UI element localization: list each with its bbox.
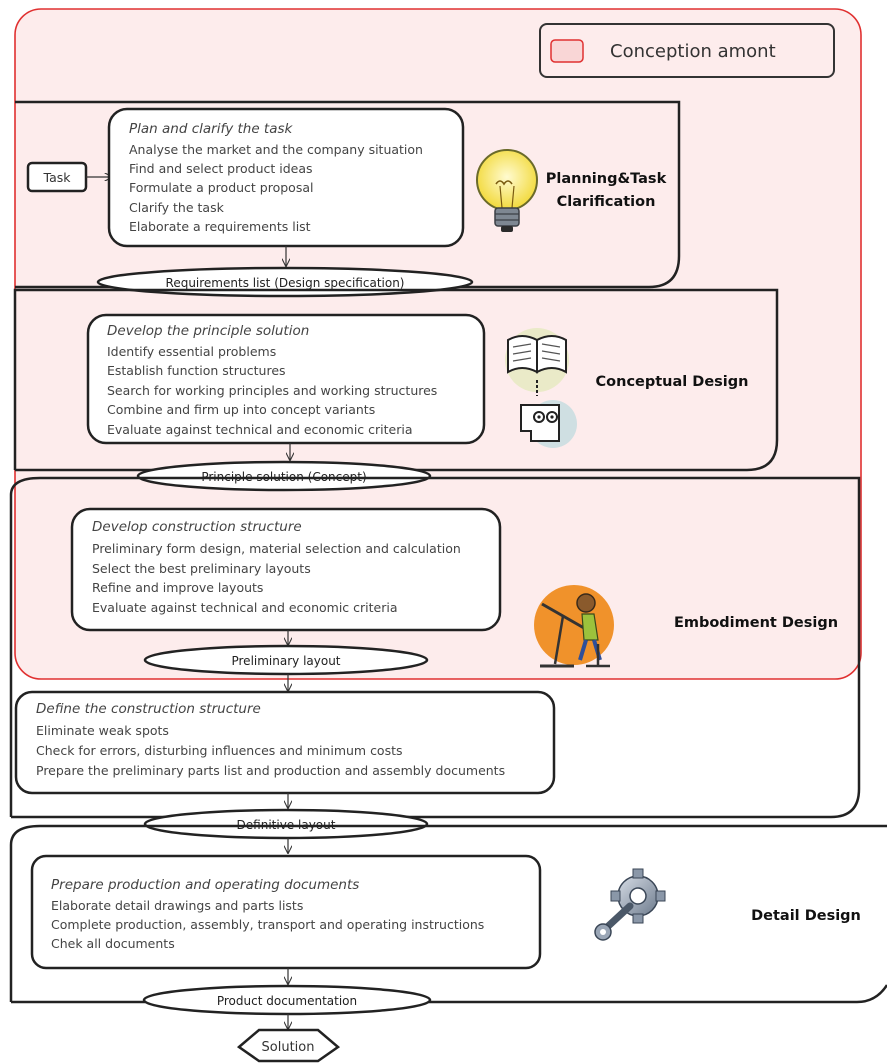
phase-label: Planning&Task [546, 171, 667, 187]
output-ellipse [142, 984, 432, 1016]
step-box [70, 507, 502, 632]
phase-label: Detail Design [751, 908, 861, 924]
output-label: Requirements list (Design specification) [166, 276, 405, 290]
step-item: Prepare the preliminary parts list and p… [36, 763, 505, 778]
legend: Conception amont [539, 23, 835, 78]
output-ellipse [143, 808, 429, 840]
step-item: Identify essential problems [107, 344, 276, 359]
step-item: Evaluate against technical and economic … [107, 422, 413, 437]
legend-label: Conception amont [610, 41, 776, 62]
gear-wrench-icon [594, 868, 666, 941]
step-item: Select the best preliminary layouts [92, 561, 311, 576]
solution-hexagon [236, 1028, 341, 1063]
phase-planning-frame [15, 100, 681, 289]
drafting-person-icon [534, 585, 614, 668]
phase-embodiment-frame [9, 476, 861, 819]
step-item: Check for errors, disturbing influences … [36, 743, 403, 758]
step-item: Clarify the task [129, 200, 225, 215]
lightbulb-icon [476, 149, 538, 232]
step-title: Plan and clarify the task [129, 121, 294, 137]
step-item: Analyse the market and the company situa… [129, 142, 423, 157]
step-item: Establish function structures [107, 363, 286, 378]
step-item: Search for working principles and workin… [107, 383, 437, 398]
step-item: Elaborate detail drawings and parts list… [51, 898, 303, 913]
output-ellipse [136, 460, 432, 492]
step-title: Prepare production and operating documen… [51, 877, 359, 893]
step-item: Complete production, assembly, transport… [51, 917, 484, 932]
output-ellipse [143, 644, 429, 676]
task-label: Task [43, 170, 72, 185]
step-box [14, 690, 556, 795]
phase-label: Conceptual Design [596, 374, 749, 390]
step-item: Combine and firm up into concept variant… [107, 402, 375, 417]
book-thinker-icon [505, 328, 577, 448]
phase-conceptual-frame [13, 288, 779, 472]
step-box [86, 313, 486, 445]
step-item: Eliminate weak spots [36, 723, 169, 738]
step-item: Preliminary form design, material select… [92, 541, 461, 556]
output-label: Product documentation [217, 994, 357, 1008]
step-item: Evaluate against technical and economic … [92, 600, 398, 615]
step-title: Develop the principle solution [107, 323, 309, 339]
step-item: Formulate a product proposal [129, 180, 313, 195]
step-item: Refine and improve layouts [92, 580, 263, 595]
phase-label: Clarification [557, 194, 656, 210]
step-item: Elaborate a requirements list [129, 219, 311, 234]
phase-label: Embodiment Design [674, 615, 838, 631]
legend-swatch [550, 39, 584, 63]
step-title: Define the construction structure [36, 701, 261, 717]
phase-detail-frame [9, 824, 887, 1004]
step-box [30, 854, 542, 970]
step-item: Find and select product ideas [129, 161, 313, 176]
output-label: Preliminary layout [231, 654, 340, 668]
solution-label: Solution [262, 1040, 315, 1055]
step-title: Develop construction structure [92, 519, 302, 535]
step-item: Chek all documents [51, 936, 175, 951]
